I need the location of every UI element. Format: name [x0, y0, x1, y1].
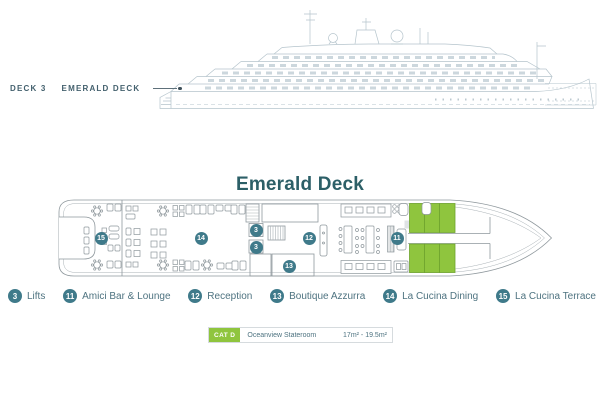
furniture	[83, 202, 432, 274]
legend-number: 11	[63, 289, 78, 303]
legend-item-reception: 12 Reception	[188, 289, 252, 303]
legend-item-amici-bar: 11 Amici Bar & Lounge	[63, 289, 171, 303]
plan-marker-la-cucina-dining: 14	[194, 231, 208, 245]
legend-label: Reception	[207, 290, 253, 302]
plan-marker-lift-1: 3	[249, 223, 263, 237]
legend-label: Boutique Azzurra	[289, 290, 366, 302]
legend-number: 14	[383, 289, 398, 303]
legend-number: 3	[8, 289, 22, 303]
legend-item-boutique: 13 Boutique Azzurra	[270, 289, 365, 303]
deck-number-label: DECK 3	[10, 84, 47, 93]
stateroom-blocks-green	[409, 203, 456, 273]
plan-marker-lift-2: 3	[249, 240, 263, 254]
category-code-badge: CAT D	[209, 328, 241, 342]
legend: 3 Lifts 11 Amici Bar & Lounge 12 Recepti…	[8, 289, 596, 303]
pointer-dot	[178, 86, 182, 91]
plan-marker-boutique: 13	[282, 259, 296, 273]
plan-marker-la-cucina-terrace: 15	[94, 231, 108, 245]
pointer-line	[153, 88, 178, 89]
legend-label: Amici Bar & Lounge	[82, 290, 171, 302]
plan-marker-reception: 12	[302, 231, 316, 245]
legend-label: Lifts	[27, 290, 46, 302]
legend-number: 15	[496, 289, 511, 303]
deck-name-label: EMERALD DECK	[61, 84, 141, 93]
category-name: Oceanview Stateroom	[247, 331, 317, 339]
legend-item-la-cucina-dining: 14 La Cucina Dining	[383, 289, 478, 303]
legend-item-la-cucina-terrace: 15 La Cucina Terrace	[496, 289, 596, 303]
ship-side-profile	[159, 10, 597, 109]
legend-label: La Cucina Dining	[402, 290, 479, 302]
category-bar: CAT D Oceanview Stateroom 17m² - 19.5m²	[208, 327, 393, 343]
legend-label: La Cucina Terrace	[515, 290, 596, 302]
plan-marker-amici-bar: 11	[390, 231, 404, 245]
page-title: Emerald Deck	[235, 174, 365, 195]
legend-number: 12	[188, 289, 203, 303]
legend-number: 13	[270, 289, 285, 303]
category-size-range: 17m² - 19.5m²	[343, 331, 387, 339]
deck-pointer: DECK 3 EMERALD DECK	[10, 84, 182, 93]
legend-item-lifts: 3 Lifts	[8, 289, 45, 303]
